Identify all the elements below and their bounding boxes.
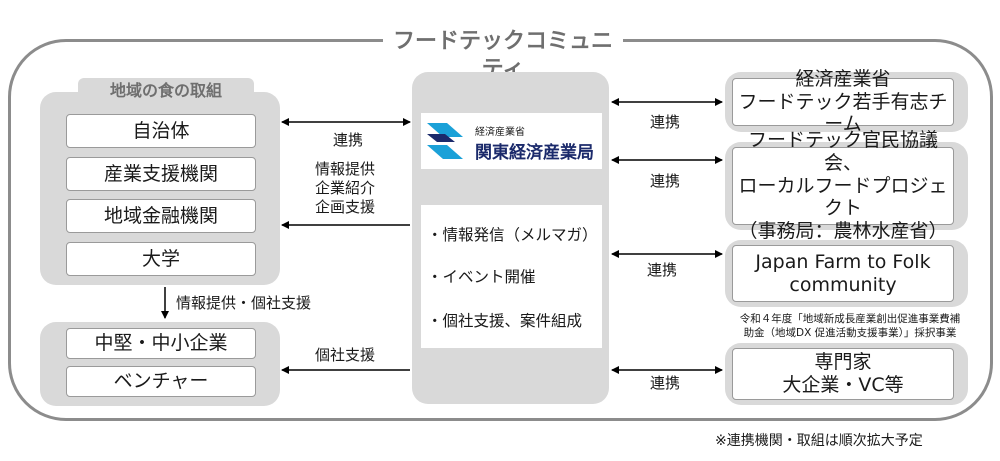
box-sme: 中堅・中小企業 (66, 328, 256, 359)
logo-bureau-label: 関東経済産業局 (475, 143, 594, 163)
bureau-logo-box: 経済産業省 関東経済産業局 (421, 113, 602, 169)
label-link-regional: 連携 (332, 131, 363, 149)
box4-line2: 大企業・VC等 (782, 374, 904, 396)
label-down-support: 情報提供・個社支援 (176, 294, 312, 312)
label-info-support: 情報提供 企業紹介 企画支援 (300, 160, 390, 218)
activity-newsletter: ・情報発信（メルマガ） (427, 226, 598, 244)
label-link-right-4: 連携 (649, 374, 680, 392)
label-info-line3: 企画支援 (314, 198, 375, 217)
label-link-right-1: 連携 (649, 113, 680, 131)
activity-individual-support: ・個社支援、案件組成 (427, 312, 583, 330)
label-info-line1: 情報提供 (314, 160, 375, 178)
box-farm-to-folk: Japan Farm to Folk community (732, 245, 954, 302)
box-university: 大学 (66, 242, 256, 276)
subsidy-note-line2: 助金（地域DX 促進活動支援事業）」採択事業 (743, 327, 957, 340)
box-municipality: 自治体 (66, 114, 256, 148)
box4-line1: 専門家 (814, 351, 872, 374)
footnote: ※連携機関・取組は順次拡大予定 (715, 433, 923, 449)
logo-ministry-label: 経済産業省 (475, 127, 525, 138)
box2-line3: （事務局：農林水産省） (738, 220, 948, 243)
box-venture: ベンチャー (66, 366, 256, 397)
box1-line1: 経済産業省 (795, 67, 891, 90)
regional-panel-header: 地域の食の取組 (78, 78, 254, 104)
subsidy-note: 令和４年度「地域新成長産業創出促進事業費補 助金（地域DX 促進活動支援事業）」… (725, 312, 975, 340)
box2-line1: フードテック官民協議会、 (747, 129, 938, 174)
bureau-activities-box: ・情報発信（メルマガ） ・イベント開催 ・個社支援、案件組成 (421, 205, 602, 348)
box3-line1: Japan Farm to Folk (755, 250, 931, 273)
box1-line2: フードテック若手有志チーム (738, 90, 948, 136)
box2-line2: ローカルフードプロジェクト (738, 174, 948, 220)
subsidy-note-line1: 令和４年度「地域新成長産業創出促進事業費補 (739, 313, 961, 325)
label-link-right-3: 連携 (646, 261, 677, 279)
label-individual-support: 個社支援 (314, 346, 375, 364)
activity-events: ・イベント開催 (427, 268, 536, 286)
box-experts: 専門家 大企業・VC等 (732, 348, 954, 400)
label-info-line2: 企業紹介 (314, 179, 375, 198)
box-industry-support: 産業支援機関 (66, 157, 256, 191)
box-council: フードテック官民協議会、 ローカルフードプロジェクト （事務局：農林水産省） (732, 129, 954, 242)
box3-line2: community (789, 273, 897, 296)
box-regional-finance: 地域金融機関 (66, 199, 256, 233)
box-meti-foodtech-team: 経済産業省 フードテック若手有志チーム (732, 68, 954, 135)
label-link-right-2: 連携 (649, 172, 680, 190)
meti-logo-icon (427, 123, 463, 159)
